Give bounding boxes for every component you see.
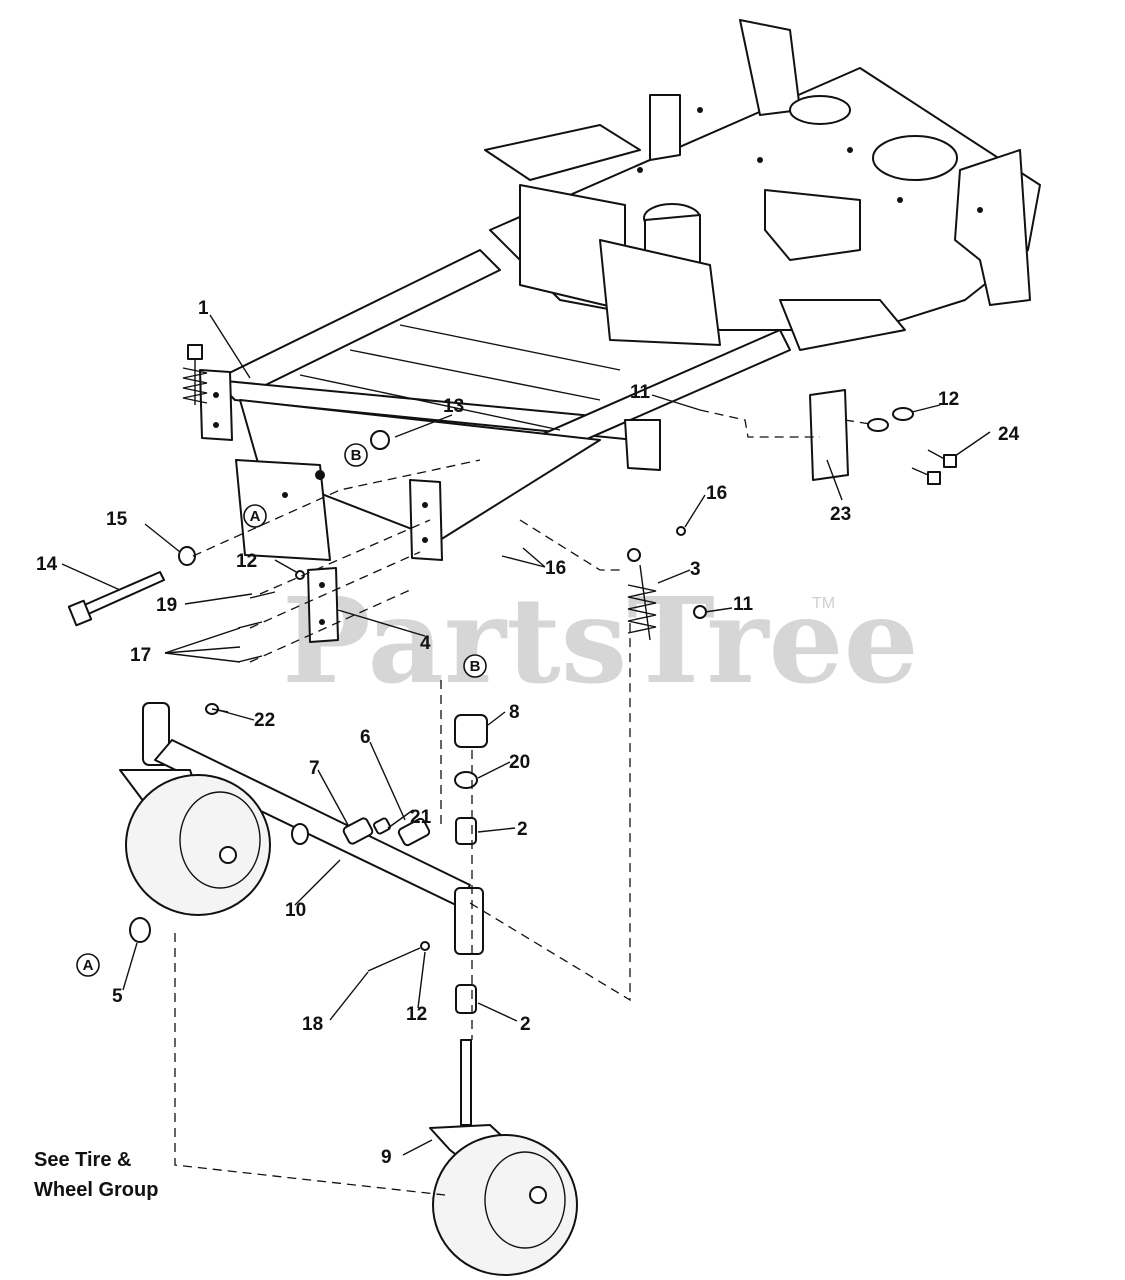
watermark-trademark: TM (812, 595, 835, 612)
front-frame-rails (199, 249, 791, 561)
callout-19: 19 (156, 595, 177, 616)
callout-5: 5 (112, 986, 123, 1007)
reference-marker-b-lower: B (463, 654, 487, 678)
callout-9: 9 (381, 1147, 392, 1168)
callout-12-lower: 12 (406, 1004, 427, 1025)
callout-10: 10 (285, 900, 306, 921)
callout-11-right: 11 (733, 594, 754, 615)
svg-text:A: A (250, 508, 261, 525)
callout-16-upper: 16 (706, 483, 727, 504)
callout-6: 6 (360, 727, 371, 748)
callout-2-upper: 2 (517, 819, 528, 840)
leader-lines (61, 314, 991, 1156)
watermark: PartsTree (282, 571, 919, 710)
callout-21: 21 (410, 807, 432, 828)
bushing-13 (370, 430, 390, 450)
callout-14: 14 (36, 554, 58, 575)
bushing-5 (129, 917, 151, 943)
callout-3: 3 (690, 559, 701, 580)
reference-marker-b-upper: B (344, 443, 368, 467)
svg-text:A: A (83, 957, 94, 974)
alignment-lines (174, 409, 871, 1196)
left-caster-tire (125, 774, 271, 916)
right-caster-tire (432, 1134, 578, 1276)
frame-shock-left (182, 344, 208, 405)
callout-22: 22 (254, 710, 275, 731)
callout-labels: 1 13 11 12 24 23 16 16 3 11 4 15 14 12 1… (36, 298, 1020, 1168)
pins-6-7-21 (342, 817, 431, 847)
callout-8: 8 (509, 702, 520, 723)
callout-24: 24 (998, 424, 1020, 445)
callout-1: 1 (198, 298, 209, 319)
callout-16-lower: 16 (545, 558, 566, 579)
callout-23: 23 (830, 504, 851, 525)
callout-4: 4 (420, 633, 431, 654)
shock-3-group (627, 526, 707, 641)
callout-11-upper: 11 (630, 382, 651, 403)
bracket-4-group (237, 567, 339, 663)
bolt-18 (367, 947, 421, 972)
note-line-2: Wheel Group (34, 1179, 158, 1201)
bolt-14-group (67, 546, 196, 627)
note-line-1: See Tire & (34, 1149, 131, 1171)
plate-23-group (809, 389, 957, 485)
svg-text:B: B (351, 447, 362, 464)
callout-20: 20 (509, 752, 530, 773)
callout-2-lower: 2 (520, 1014, 531, 1035)
reference-marker-a-lower: A (76, 953, 100, 977)
callout-13: 13 (443, 396, 464, 417)
front-axle-assembly (119, 702, 471, 907)
callout-15: 15 (106, 509, 128, 530)
callout-12-left: 12 (236, 551, 257, 572)
svg-text:B: B (470, 658, 481, 675)
reference-marker-a-upper: A (243, 504, 267, 528)
callout-17: 17 (130, 645, 151, 666)
rear-frame-assembly (484, 19, 1041, 351)
callout-12-right: 12 (938, 389, 959, 410)
callout-18: 18 (302, 1014, 323, 1035)
callout-7: 7 (309, 758, 320, 779)
